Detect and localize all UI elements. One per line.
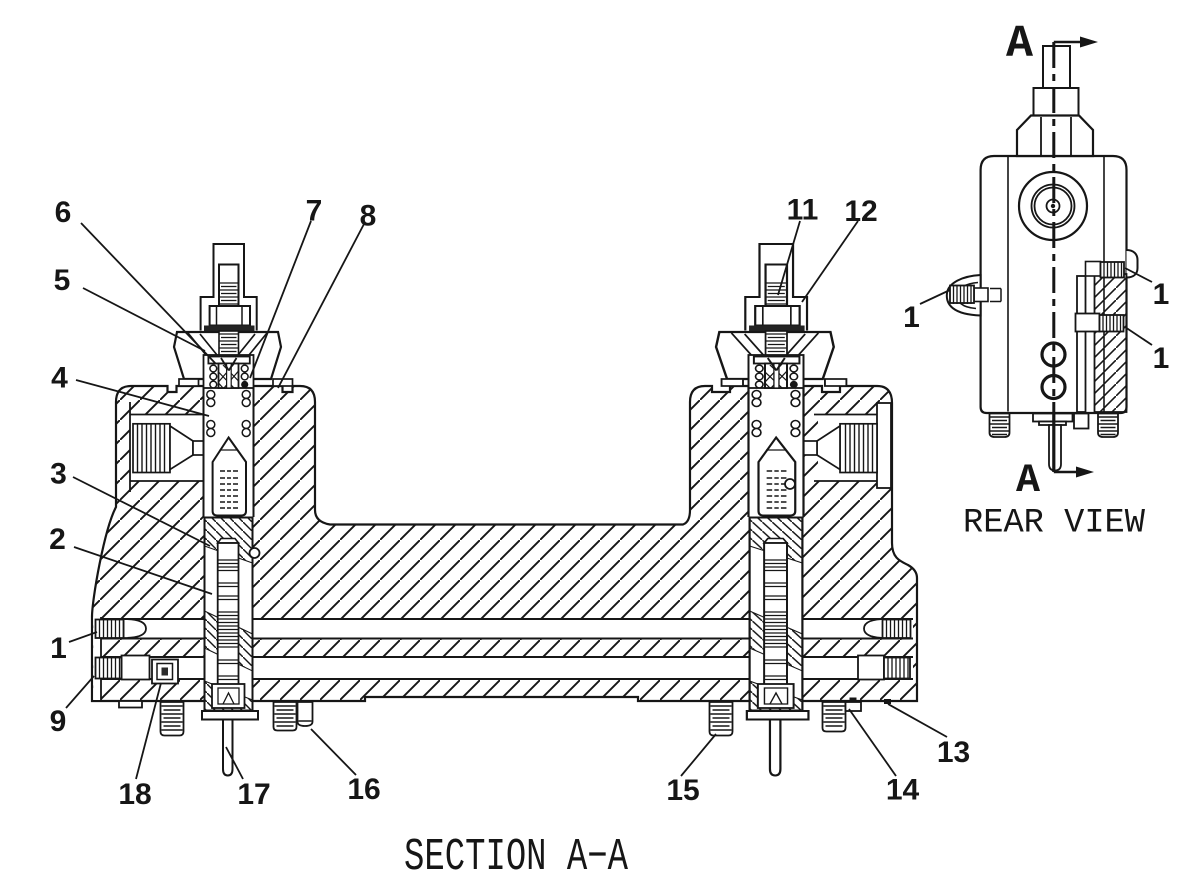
svg-text:13: 13 [937, 736, 970, 769]
svg-text:1: 1 [903, 301, 920, 334]
svg-text:SECTION A−A: SECTION A−A [404, 832, 628, 883]
svg-text:A: A [1006, 19, 1033, 70]
svg-text:3: 3 [50, 458, 67, 491]
svg-text:2: 2 [49, 523, 66, 556]
svg-text:1: 1 [50, 632, 67, 665]
svg-text:1: 1 [1153, 342, 1170, 375]
svg-text:8: 8 [360, 200, 377, 233]
svg-text:REAR VIEW: REAR VIEW [963, 505, 1146, 543]
svg-text:17: 17 [237, 778, 270, 811]
svg-text:14: 14 [886, 774, 920, 807]
svg-text:18: 18 [118, 778, 151, 811]
svg-text:12: 12 [844, 195, 877, 228]
svg-text:1: 1 [1153, 278, 1170, 311]
svg-text:11: 11 [787, 194, 819, 227]
svg-text:5: 5 [54, 264, 71, 297]
svg-text:4: 4 [51, 362, 68, 395]
svg-text:9: 9 [50, 705, 67, 738]
svg-text:15: 15 [666, 774, 699, 807]
svg-text:7: 7 [306, 195, 323, 228]
svg-text:16: 16 [347, 773, 380, 806]
svg-text:A: A [1016, 459, 1040, 504]
svg-text:6: 6 [55, 196, 72, 229]
